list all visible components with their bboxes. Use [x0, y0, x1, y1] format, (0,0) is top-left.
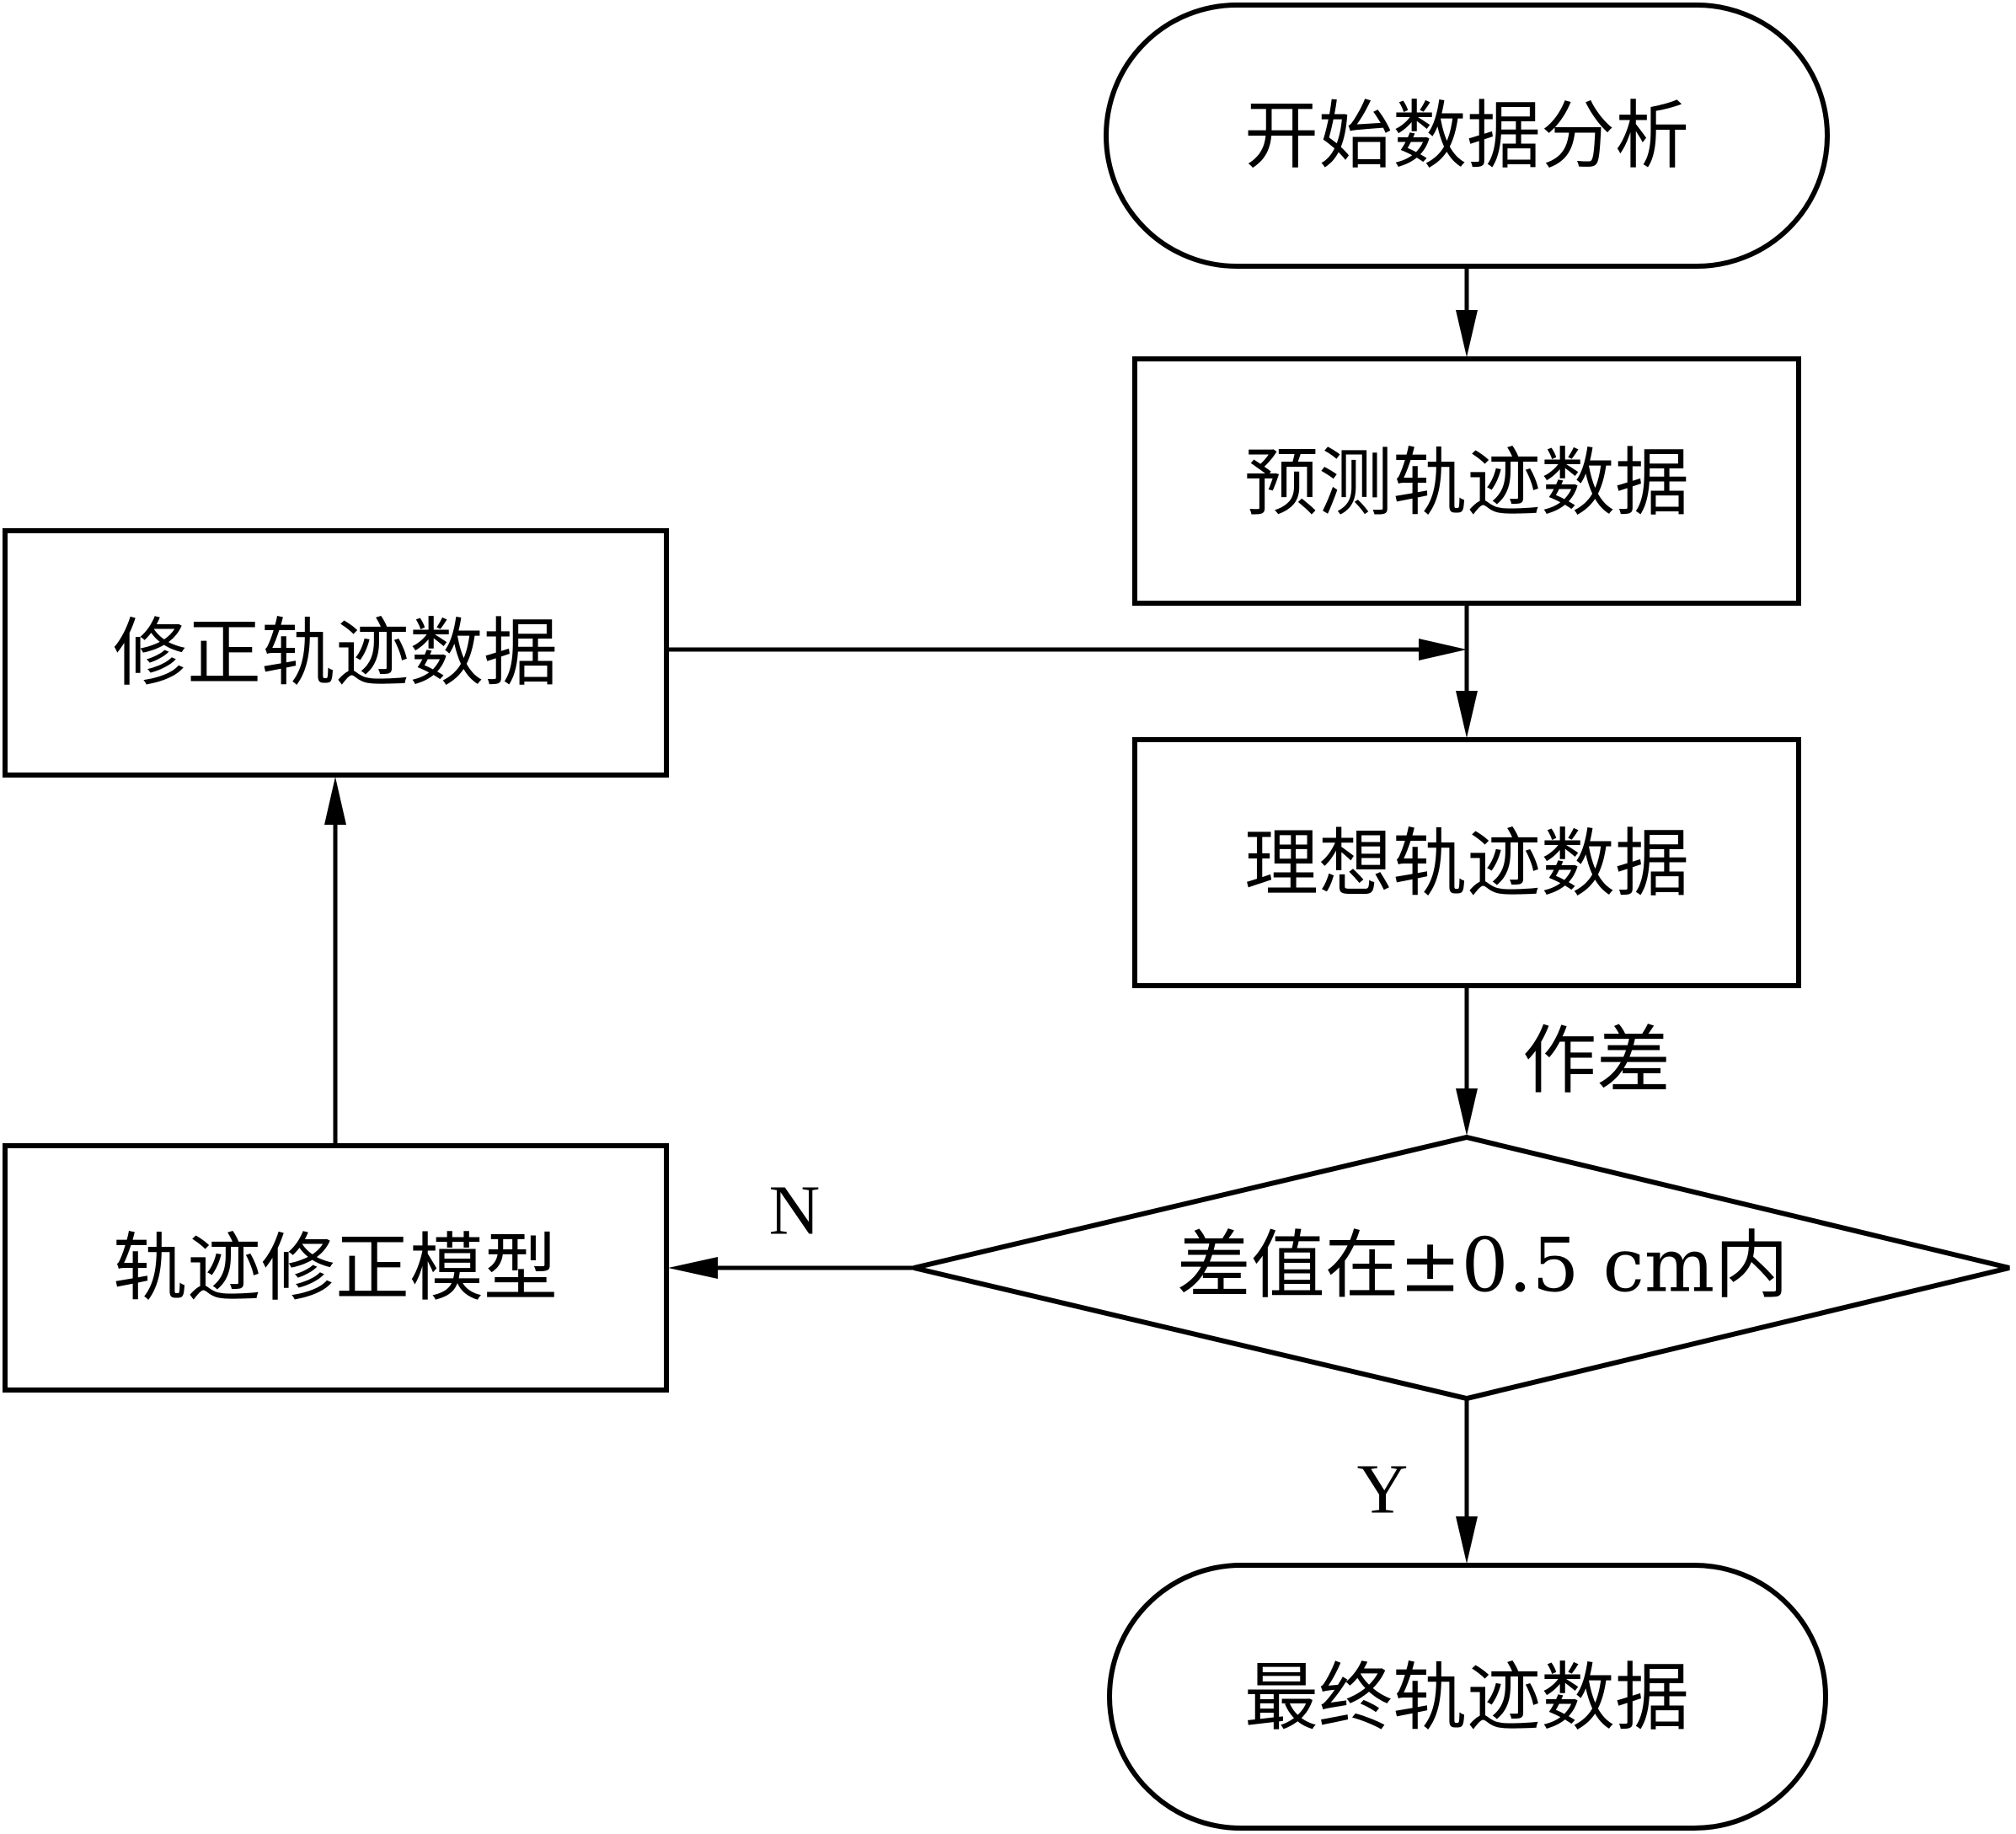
arrow-decision-to-final: Y	[1357, 1398, 1478, 1564]
predicted-trajectory-box: 预测轨迹数据	[1132, 356, 1801, 606]
decision-condition-label: 差值在±0.5 cm内	[1177, 1222, 1789, 1309]
corrected-trajectory-box: 修正轨迹数据	[3, 528, 669, 778]
predicted-trajectory-label: 预测轨迹数据	[1244, 440, 1689, 527]
arrow-start-to-predicted	[1456, 266, 1478, 357]
difference-edge-label: 作差	[1522, 1018, 1671, 1104]
correction-model-box: 轨迹修正模型	[3, 1143, 669, 1393]
decision-diamond: 差值在±0.5 cm内	[913, 1134, 2010, 1402]
ideal-trajectory-box: 理想轨迹数据	[1132, 737, 1801, 988]
correction-model-label: 轨迹修正模型	[113, 1225, 558, 1312]
arrow-model-to-corrected	[324, 777, 346, 1146]
arrow-ideal-to-decision: 作差	[1456, 986, 1671, 1136]
arrow-predicted-to-ideal	[1456, 603, 1478, 738]
ideal-trajectory-label: 理想轨迹数据	[1244, 821, 1689, 907]
final-terminal: 最终轨迹数据	[1107, 1563, 1828, 1831]
yes-edge-label: Y	[1357, 1451, 1409, 1529]
start-terminal: 开始数据分析	[1104, 3, 1830, 269]
arrow-decision-to-model: N	[668, 1172, 914, 1279]
start-terminal-label: 开始数据分析	[1244, 93, 1689, 179]
no-edge-label: N	[769, 1172, 821, 1250]
corrected-trajectory-label: 修正轨迹数据	[113, 610, 558, 697]
arrow-corrected-to-main-flow	[666, 639, 1467, 660]
final-terminal-label: 最终轨迹数据	[1244, 1655, 1689, 1741]
